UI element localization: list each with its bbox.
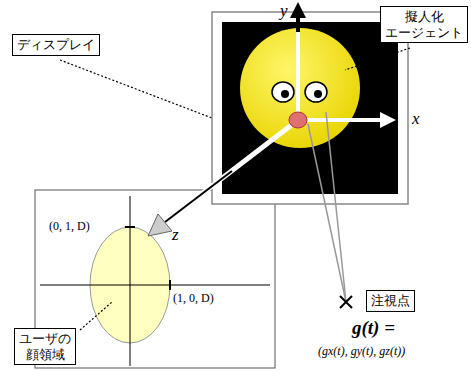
callout-text: ディスプレイ [17,37,95,53]
y-axis [296,18,300,32]
formula-label: g(t) = [352,318,395,339]
arrowhead [290,2,306,18]
gaze-line [326,112,346,302]
tick [169,280,171,290]
axis-label: y [280,2,288,21]
coordinate-label: (0, 1, D) [48,220,91,233]
gaze-cross [340,296,352,308]
user-x-axis [40,285,270,286]
callout-box: ディスプレイ [12,34,100,56]
z-axis [165,171,232,222]
callout-text: 擬人化 エージェント [385,9,463,40]
agent-mouth [289,112,307,128]
callout-box: ユーザの 顔領域 [14,328,76,365]
user-y-axis [130,196,131,366]
callout-box: 注視点 [366,290,415,312]
agent-face [240,28,360,148]
display-screen [222,22,398,194]
formula-label: (gx(t), gy(t), gz(t)) [318,345,405,358]
y-axis [296,32,300,120]
callout-text: 注視点 [371,293,410,309]
coordinate-label: (1, 0, D) [172,292,215,305]
tick [125,226,135,228]
x-axis [298,118,380,122]
agent-eye [272,82,294,102]
callout-text: ユーザの 顔領域 [19,331,71,362]
agent-eye [305,82,327,102]
gaze-cross [340,296,352,308]
gaze-line [308,124,346,302]
pupil [314,90,322,98]
arrowhead [148,214,172,236]
leader-line [60,60,212,118]
axis-label: x [412,110,420,129]
callout-box: 擬人化 エージェント [380,6,468,43]
leader-line [345,48,410,70]
leader-line [80,302,112,330]
pupil [281,90,289,98]
z-axis [165,120,298,222]
axis-label: z [172,226,179,245]
arrowhead [380,112,396,128]
display-frame [212,12,408,204]
